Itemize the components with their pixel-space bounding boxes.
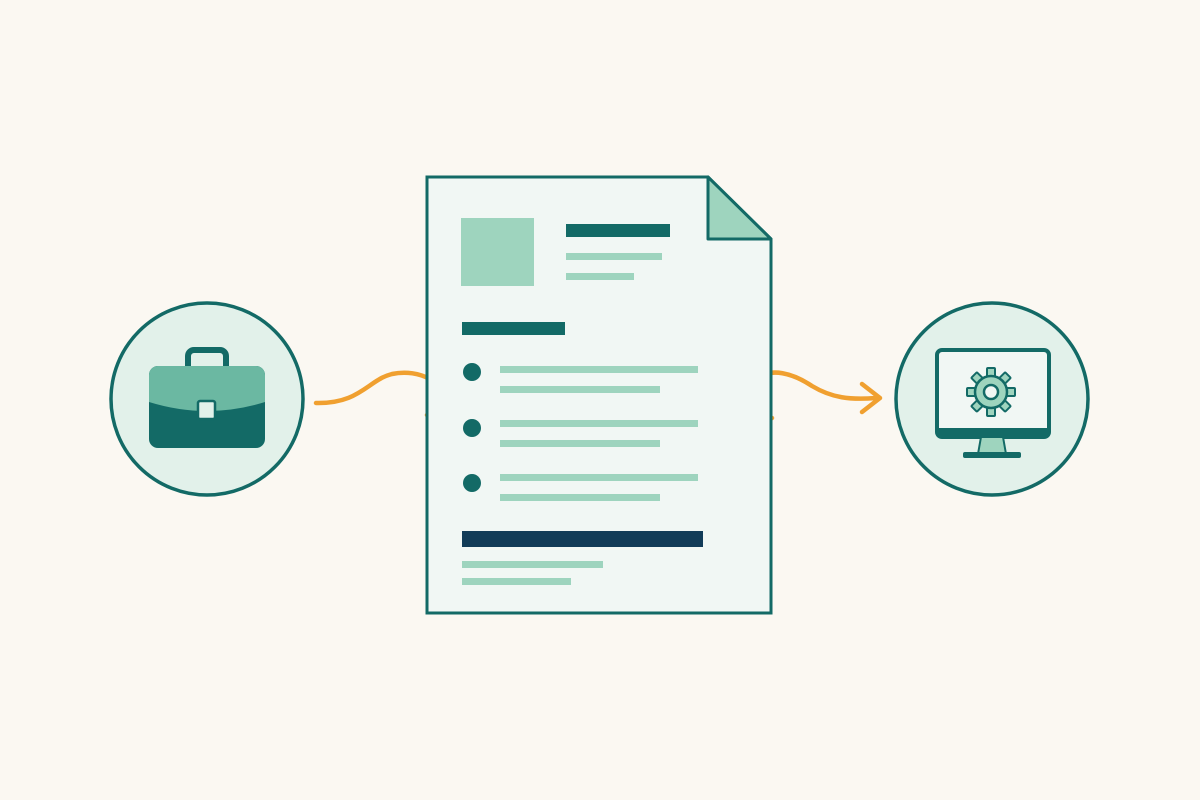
section-heading-line bbox=[462, 322, 565, 335]
subtitle-line bbox=[566, 253, 662, 260]
bullet-dot bbox=[463, 363, 481, 381]
page-fold bbox=[706, 175, 773, 241]
target-node bbox=[894, 301, 1090, 497]
footer-line bbox=[462, 561, 603, 568]
footer-heading-line bbox=[462, 531, 703, 547]
profile-photo-placeholder bbox=[461, 218, 534, 286]
source-node bbox=[109, 301, 305, 497]
bullet-dot bbox=[463, 419, 481, 437]
list-item bbox=[463, 363, 698, 393]
list-item bbox=[463, 474, 698, 501]
bullet-dot bbox=[463, 474, 481, 492]
computer-settings-icon bbox=[935, 348, 1051, 458]
name-line bbox=[566, 224, 670, 237]
subtitle-line-short bbox=[566, 273, 634, 280]
list-item bbox=[463, 419, 698, 447]
connector-source-to-document bbox=[313, 370, 444, 418]
footer-line-short bbox=[462, 578, 571, 585]
document-node bbox=[425, 175, 773, 615]
gear-icon bbox=[966, 367, 1016, 417]
briefcase-icon bbox=[149, 347, 265, 448]
arrowhead-icon bbox=[859, 381, 883, 415]
